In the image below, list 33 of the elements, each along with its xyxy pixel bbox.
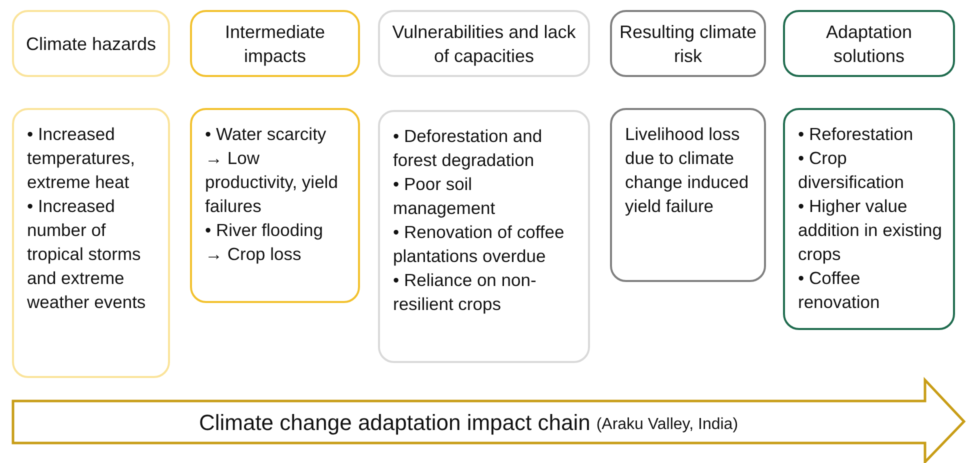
arrow-banner: [12, 376, 966, 463]
column-header-box: [378, 10, 590, 77]
item-text: → Low productivity, yield failures: [205, 147, 339, 218]
header-text: Resulting climate risk: [618, 20, 758, 68]
header-text: Adaptation solutions: [824, 20, 914, 68]
content-box: [190, 108, 360, 303]
item-text: • Increased temperatures, extreme heat: [27, 123, 136, 194]
item-text: • Higher value addition in existing crops: [798, 195, 943, 266]
header-text: Vulnerabilities and lack of capacities: [391, 20, 577, 68]
item-text: • River flooding: [205, 219, 324, 242]
content-box: [783, 108, 955, 330]
banner-title: Climate change adaptation impact chain: [198, 410, 590, 436]
column-header-box: [783, 10, 955, 77]
item-text: Livelihood loss due to climate change induced yield failure: [625, 123, 750, 218]
item-text: • Renovation of coffee plantations overdue: [393, 221, 566, 268]
banner-subtitle: (Araku Valley, India): [596, 416, 738, 434]
item-text: • Crop diversification: [798, 147, 906, 194]
header-text: Climate hazards: [26, 32, 156, 56]
item-text: • Reforestation: [798, 123, 914, 146]
item-text: → Crop loss: [205, 243, 302, 266]
content-box: [610, 108, 766, 282]
item-text: • Poor soil management: [393, 173, 496, 220]
content-box: [378, 110, 590, 363]
column-header-box: [12, 10, 170, 77]
content-box: [12, 108, 170, 378]
header-text: Intermediate impacts: [224, 20, 326, 68]
item-text: • Increased number of tropical storms and extreme weather events: [27, 195, 147, 314]
column-header-box: [190, 10, 360, 77]
item-text: • Reliance on non-resilient crops: [393, 269, 538, 316]
column-header-box: [610, 10, 766, 77]
item-text: • Deforestation and forest degradation: [393, 125, 544, 172]
item-text: • Coffee renovation: [798, 267, 881, 314]
item-text: • Water scarcity: [205, 123, 328, 146]
